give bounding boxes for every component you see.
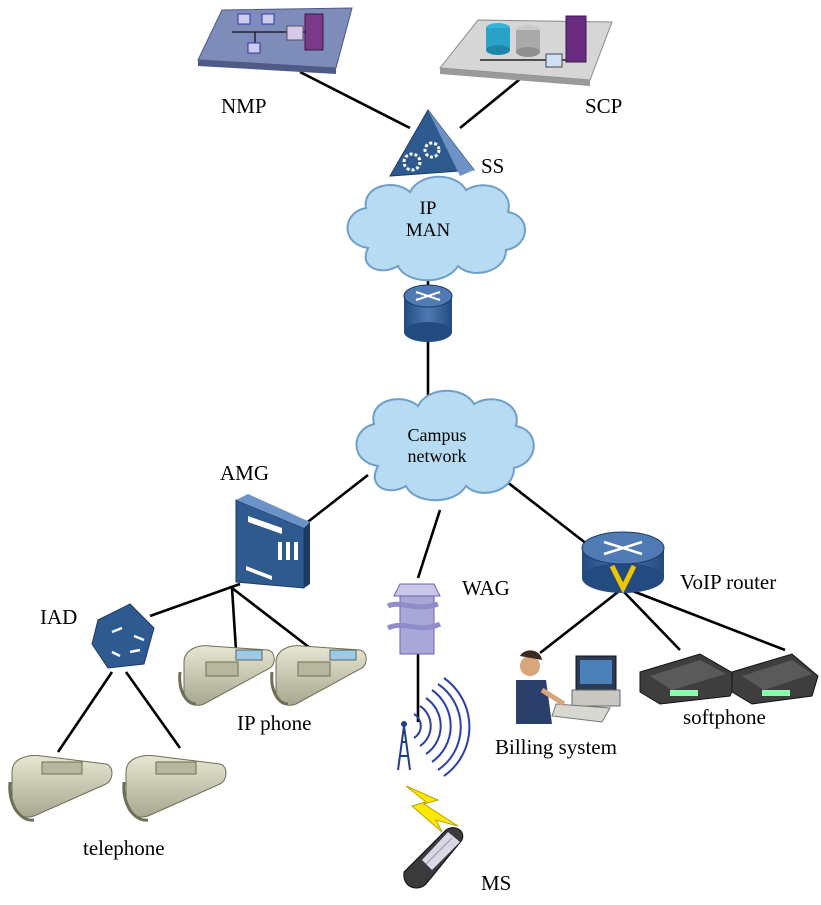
link-amg-phone2	[231, 586, 311, 650]
ip-phone-label: IP phone	[237, 711, 312, 735]
telephone-label: telephone	[83, 836, 165, 860]
softphone-1-icon[interactable]	[639, 653, 739, 705]
amg-gateway-icon[interactable]	[235, 494, 310, 589]
router-icon[interactable]	[403, 284, 453, 342]
link-voip-soft2	[629, 588, 786, 652]
campus-network-label: Campus network	[392, 425, 482, 466]
wag-label: WAG	[462, 576, 510, 600]
link-campus-voip	[501, 476, 593, 550]
softphone-label: softphone	[683, 705, 766, 729]
billing-system-icon[interactable]	[516, 650, 621, 724]
link-campus-amg	[299, 473, 369, 530]
link-amg-iad	[149, 582, 241, 618]
link-iad-tel1	[56, 671, 114, 753]
antenna-tower-icon	[397, 721, 411, 771]
telephone-1-icon[interactable]	[8, 755, 113, 822]
link-nmp-ss	[299, 70, 411, 130]
softphone-2-icon[interactable]	[731, 653, 819, 705]
amg-label: AMG	[220, 461, 270, 485]
telephone-2-icon[interactable]	[122, 755, 227, 822]
billing-system-label: Billing system	[495, 735, 617, 759]
ip-man-label-line2: MAN	[405, 219, 451, 241]
link-amg-phone1	[230, 587, 238, 651]
ip-man-cloud-icon	[346, 175, 526, 282]
ms-label: MS	[481, 871, 512, 895]
nmp-workstation-icon[interactable]	[197, 7, 353, 74]
ms-mobile-phone-icon[interactable]	[403, 827, 464, 889]
voip-router-label: VoIP router	[680, 570, 777, 594]
link-iad-tel2	[124, 671, 182, 749]
link-voip-billing	[539, 590, 619, 655]
ip-phone-1-icon[interactable]	[178, 645, 275, 706]
iad-icon[interactable]	[91, 603, 155, 669]
iad-label: IAD	[40, 605, 78, 629]
ip-phone-2-icon[interactable]	[270, 645, 367, 706]
ip-man-label: IP MAN	[390, 198, 466, 242]
wag-gateway-icon[interactable]	[386, 583, 442, 655]
ss-softswitch-icon[interactable]	[389, 109, 475, 177]
ip-man-label-line1: IP	[419, 198, 437, 219]
campus-network-label-line2: network	[407, 445, 467, 466]
radio-waves-icon	[413, 677, 471, 777]
scp-server-icon[interactable]	[439, 15, 613, 86]
link-voip-soft1	[623, 591, 681, 651]
link-scp-ss	[459, 73, 526, 130]
campus-network-cloud-icon	[355, 389, 535, 502]
voip-router-icon[interactable]	[581, 531, 665, 594]
lightning-bolt-icon	[405, 785, 459, 833]
scp-label: SCP	[585, 94, 623, 118]
connection-lines	[56, 70, 786, 753]
link-campus-wag	[416, 509, 442, 579]
ss-label: SS	[481, 154, 505, 178]
campus-network-label-line1: Campus	[407, 425, 467, 445]
nmp-label: NMP	[221, 94, 267, 118]
